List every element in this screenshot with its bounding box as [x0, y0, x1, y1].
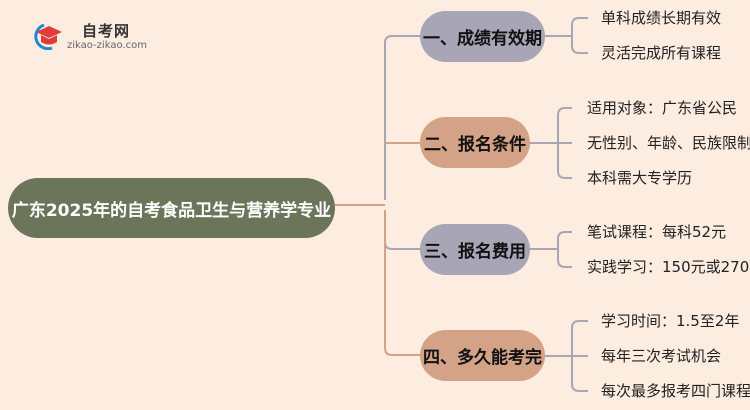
branch-requirements: 二、报名条件	[420, 117, 530, 168]
logo-url: zikao-zikao.com	[67, 40, 147, 51]
leaf: 笔试课程：每科52元	[587, 223, 727, 241]
leaf: 本科需大专学历	[587, 169, 693, 187]
leaf: 每年三次考试机会	[601, 347, 722, 365]
leaf: 单科成绩长期有效	[601, 9, 722, 27]
leaf: 实践学习：150元或270元	[587, 258, 750, 276]
leaf: 灵活完成所有课程	[601, 44, 722, 62]
logo: 自考网 zikao-zikao.com	[30, 18, 150, 58]
branch-fees: 三、报名费用	[420, 224, 530, 275]
leaf: 无性别、年龄、民族限制	[587, 134, 750, 152]
branch-duration: 四、多久能考完	[420, 330, 545, 381]
leaf: 每次最多报考四门课程	[601, 382, 750, 400]
leaf: 适用对象：广东省公民	[587, 99, 738, 117]
branch-validity: 一、成绩有效期	[420, 11, 545, 62]
graduation-cap-icon	[34, 23, 62, 50]
leaf: 学习时间：1.5至2年	[601, 312, 740, 330]
logo-title: 自考网	[82, 22, 131, 40]
root-node: 广东2025年的自考食品卫生与营养学专业	[8, 178, 335, 238]
